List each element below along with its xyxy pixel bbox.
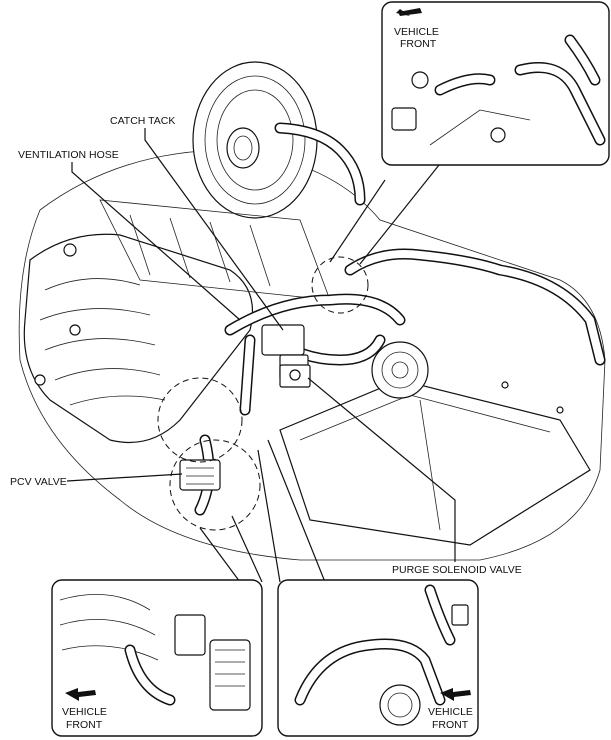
leader-ventilation-hose: [71, 162, 241, 321]
air-cleaner: [279, 379, 591, 546]
inset-top-right: VEHICLE FRONT: [381, 1, 610, 166]
inset-bottom-right: VEHICLE FRONT: [277, 579, 479, 737]
vehicle-front-arrow-icon: [396, 8, 422, 16]
inset-bottom-left: VEHICLE FRONT: [51, 579, 263, 737]
purge-solenoid-valve-part: [279, 364, 311, 388]
intake-manifold: [23, 233, 254, 444]
inset-br-front: FRONT: [432, 719, 469, 731]
inset-br-vehicle: VEHICLE: [428, 706, 473, 718]
engine-illustration: [18, 61, 606, 583]
brake-booster: [192, 61, 366, 219]
label-purge-solenoid-valve: PURGE SOLENOID VALVE: [392, 564, 522, 576]
pcv-valve-part: [179, 459, 221, 491]
detail-circle-top: [311, 256, 369, 314]
alternator: [371, 341, 429, 399]
inset-tr-vehicle: VEHICLE: [394, 26, 439, 38]
vehicle-front-arrow-icon: [65, 688, 96, 701]
label-ventilation-hose: VENTILATION HOSE: [18, 149, 119, 161]
inset-bl-front: FRONT: [66, 719, 103, 731]
hoses: [194, 248, 606, 516]
detail-circle-mid: [157, 377, 243, 463]
detail-circle-pcv: [169, 439, 261, 531]
inset-tr-front: FRONT: [400, 38, 437, 50]
leader-purge-solenoid: [307, 377, 456, 562]
leader-catch-tank: [144, 128, 284, 331]
inset-bl-vehicle: VEHICLE: [62, 706, 107, 718]
vehicle-front-arrow-icon: [440, 688, 471, 701]
label-pcv-valve: PCV VALVE: [10, 476, 67, 488]
leader-pcv-valve: [66, 473, 183, 482]
label-catch-tank: CATCH TACK: [110, 115, 175, 127]
